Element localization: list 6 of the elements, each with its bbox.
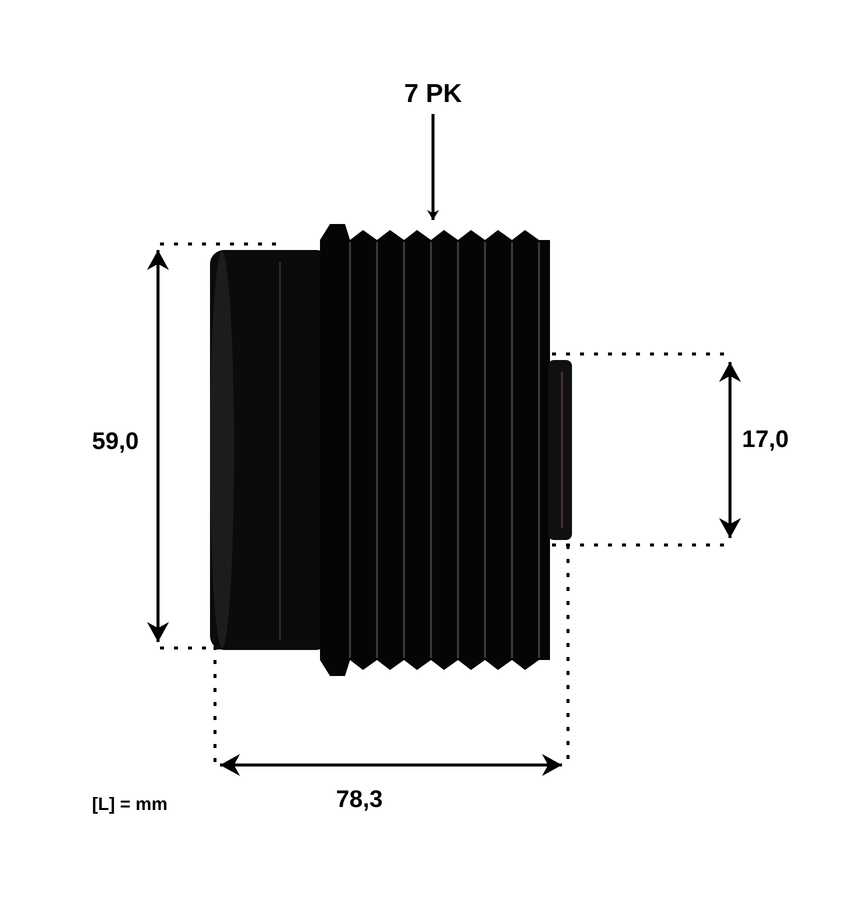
dimension-label: 59,0	[92, 428, 139, 456]
leader-arrow	[427, 114, 439, 220]
unit-note: [L] = mm	[92, 794, 168, 815]
dimension-label: 17,0	[742, 426, 789, 454]
callout-text: 7 PK	[403, 78, 463, 109]
dimension-label: 78,3	[336, 786, 383, 814]
